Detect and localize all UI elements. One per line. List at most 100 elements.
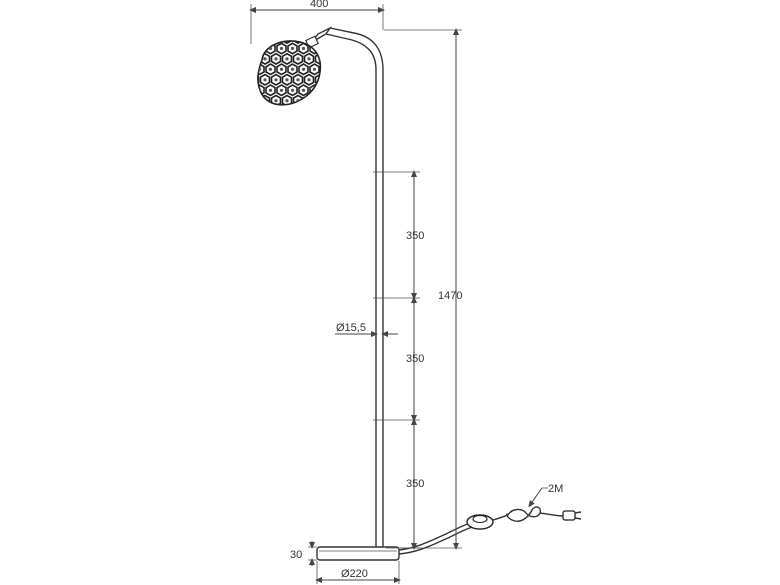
- shade-lattice-dot: [296, 36, 299, 39]
- shade-lattice-cell: [276, 42, 287, 55]
- shade-lattice-cell: [276, 63, 287, 76]
- shade-lattice-cell: [292, 40, 304, 45]
- shade-lattice-dot: [290, 67, 295, 71]
- shade-lattice-dot: [290, 46, 295, 51]
- shade-lattice-dot: [290, 88, 295, 92]
- shade-lattice-dot: [285, 36, 288, 39]
- shade-lattice-dot: [268, 88, 273, 92]
- dimension-shade-width: 400: [249, 0, 385, 44]
- dimension-cable-length: 2M: [528, 483, 563, 508]
- shade-lattice-cell: [265, 63, 276, 76]
- label-segment-2: 350: [406, 353, 424, 365]
- shade-lattice-cell: [281, 94, 293, 105]
- shade-lattice-cell: [259, 40, 271, 45]
- shade-lattice-cell: [320, 42, 321, 55]
- shade-lattice-cell: [298, 42, 309, 55]
- shade-lattice-cell: [314, 94, 321, 105]
- shade-lattice-cell: [320, 63, 321, 76]
- shade-lattice-cell: [303, 52, 315, 66]
- lamp-stem: [325, 27, 386, 548]
- shade-lattice-cell: [292, 73, 304, 86]
- shade-lattice-dot: [279, 88, 284, 92]
- shade-lattice-cell: [281, 73, 293, 86]
- shade-lattice-dot: [307, 99, 311, 103]
- shade-lattice-cell: [287, 42, 298, 55]
- shade-lattice-dot: [296, 78, 300, 82]
- foot-switch: [466, 514, 494, 530]
- shade-lattice-dot: [279, 67, 284, 71]
- shade-lattice-dot: [263, 78, 267, 82]
- shade-lattice-dot: [268, 67, 273, 71]
- shade-lattice-dot: [301, 67, 306, 71]
- shade-lattice-cell: [303, 73, 315, 86]
- shade-lattice-dot: [263, 57, 267, 61]
- shade-lattice-dot: [285, 99, 289, 103]
- dimension-total-height: 1470: [384, 28, 462, 550]
- shade-lattice-cell: [265, 84, 276, 97]
- shade-lattice-cell: [270, 52, 282, 66]
- dimension-tube-diameter: Ø15,5: [335, 322, 398, 337]
- shade-lattice-cell: [309, 63, 320, 76]
- shade-lattice-cell: [257, 52, 260, 66]
- shade-lattice-cell: [257, 42, 265, 55]
- shade-lattice-cell: [292, 94, 304, 105]
- label-segment-1: 350: [406, 230, 424, 242]
- label-total-height: 1470: [438, 290, 462, 302]
- shade-lattice-dot: [301, 46, 306, 51]
- shade-lattice-cell: [298, 84, 309, 97]
- shade-lattice-cell: [287, 63, 298, 76]
- shade-lattice-cell: [281, 40, 293, 45]
- power-cable: [398, 506, 582, 555]
- shade-lattice-dot: [252, 36, 255, 39]
- shade-lattice-dot: [268, 46, 273, 51]
- dimension-base-diameter: Ø220: [315, 561, 401, 584]
- shade-lattice-cell: [270, 94, 282, 105]
- shade-lattice-dot: [257, 46, 262, 51]
- shade-lattice-dot: [252, 57, 255, 60]
- shade-lattice-cell: [270, 40, 282, 45]
- shade-lattice-cell: [259, 73, 271, 86]
- shade-lattice-dot: [279, 46, 284, 51]
- shade-lattice-dot: [324, 68, 327, 71]
- lamp-base: [316, 546, 400, 561]
- shade-lattice-dot: [312, 67, 317, 71]
- label-tube-diameter: Ø15,5: [336, 322, 366, 334]
- shade-lattice-dot: [285, 78, 289, 82]
- shade-lattice-dot: [318, 99, 321, 103]
- shade-lattice-dot: [274, 57, 278, 61]
- shade-lattice-dot: [252, 78, 255, 81]
- shade-lattice-dot: [307, 78, 311, 82]
- shade-lattice-cell: [320, 84, 321, 97]
- shade-lattice-cell: [257, 63, 265, 76]
- shade-connector: [304, 26, 333, 49]
- shade-lattice-dot: [285, 57, 289, 61]
- shade-lattice-dot: [274, 36, 277, 39]
- shade-lattice-dot: [274, 99, 278, 103]
- shade-lattice-cell: [276, 84, 287, 97]
- shade-lattice-dot: [324, 89, 327, 92]
- shade-lattice-dot: [274, 78, 278, 82]
- shade-lattice-cell: [314, 52, 321, 66]
- shade-lattice-dot: [296, 57, 300, 61]
- shade-lattice-cell: [298, 63, 309, 76]
- shade-lattice-dot: [252, 99, 255, 102]
- shade-lattice-cell: [270, 73, 282, 86]
- shade-lattice-dot: [324, 47, 327, 50]
- shade-lattice-cell: [281, 52, 293, 66]
- shade-lattice-dot: [301, 88, 306, 92]
- label-base-height: 30: [290, 549, 302, 561]
- label-base-diameter: Ø220: [341, 568, 368, 580]
- shade-lattice-cell: [287, 84, 298, 97]
- dimension-base-height: 30: [290, 541, 317, 566]
- shade-lattice-cell: [257, 94, 260, 105]
- shade-lattice-dot: [263, 36, 266, 39]
- dimension-segments: 350 350 350: [386, 170, 424, 550]
- label-cable-length: 2M: [548, 483, 563, 495]
- label-shade-width: 400: [310, 0, 328, 10]
- shade-lattice-cell: [257, 73, 260, 86]
- plug: [562, 510, 582, 521]
- label-segment-3: 350: [406, 478, 424, 490]
- shade-lattice-dot: [307, 57, 311, 61]
- shade-lattice-cell: [292, 52, 304, 66]
